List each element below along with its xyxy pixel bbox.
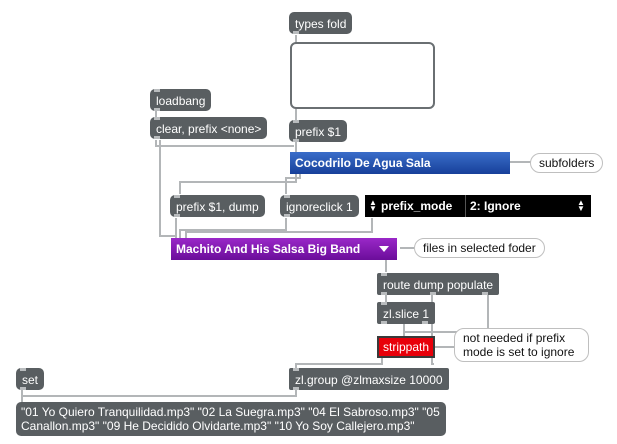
outlet (381, 321, 387, 324)
zl-slice-object[interactable]: zl.slice 1 (377, 302, 436, 324)
zl-group-label: zl.group @zlmaxsize 10000 (295, 373, 443, 387)
file-umenu-selected: Machito And His Salsa Big Band (176, 242, 361, 256)
prefix-dump-label: prefix $1, dump (176, 200, 259, 214)
prefix-label: prefix $1 (295, 125, 342, 139)
subfolders-comment: subfolders (530, 153, 604, 173)
set-message[interactable]: set (16, 368, 45, 390)
folder-umenu[interactable]: Cocodrilo De Agua Sala (290, 152, 510, 174)
strippath-object[interactable]: strippath (377, 336, 436, 358)
dropdown-arrow-icon (379, 246, 389, 252)
prefix-message[interactable]: prefix $1 (289, 120, 348, 142)
prefix-dump-message[interactable]: prefix $1, dump (170, 195, 265, 217)
subfolders-text: subfolders (539, 156, 595, 170)
file-list-message[interactable]: "01 Yo Quiero Tranquilidad.mp3" "02 La S… (16, 402, 446, 436)
inlet (154, 89, 160, 92)
loadbang-label: loadbang (156, 94, 206, 108)
ignoreclick-message[interactable]: ignoreclick 1 (280, 195, 359, 217)
inlet (20, 368, 26, 371)
zl-slice-label: zl.slice 1 (383, 307, 430, 321)
route-label: route dump populate (383, 278, 494, 292)
attrui-value[interactable]: 2: Ignore (470, 199, 521, 213)
not-needed-text: not needed if prefix mode is set to igno… (463, 331, 575, 359)
route-object[interactable]: route dump populate (377, 273, 500, 295)
inlet (174, 195, 180, 198)
not-needed-comment: not needed if prefix mode is set to igno… (454, 328, 589, 362)
inlet (293, 120, 299, 123)
outlet (482, 292, 488, 295)
inlet (293, 368, 299, 371)
inlet (284, 195, 290, 198)
types-fold-label: types fold (295, 17, 347, 31)
outlet (293, 387, 299, 390)
attrui-attribute: prefix_mode (381, 199, 453, 213)
folder-umenu-selected: Cocodrilo De Agua Sala (295, 156, 431, 170)
strippath-label: strippath (383, 340, 430, 354)
outlet (174, 214, 180, 217)
inlet (154, 117, 160, 120)
value-updown-icon[interactable]: ▲▼ (577, 198, 585, 213)
outlet (293, 31, 299, 34)
prefix-mode-attrui[interactable]: ▲▼ prefix_mode 2: Ignore ▲▼ (365, 195, 591, 217)
outlet (422, 321, 428, 324)
ignoreclick-label: ignoreclick 1 (286, 200, 353, 214)
files-in-folder-comment: files in selected foder (414, 238, 545, 258)
file-list-text: "01 Yo Quiero Tranquilidad.mp3" "02 La S… (21, 405, 440, 433)
attrui-divider (465, 195, 466, 217)
textedit-box[interactable] (290, 42, 435, 109)
clear-prefix-label: clear, prefix <none> (156, 122, 262, 136)
zl-group-object[interactable]: zl.group @zlmaxsize 10000 (289, 368, 449, 390)
set-label: set (22, 373, 39, 387)
outlet (430, 292, 436, 295)
attr-updown-icon[interactable]: ▲▼ (369, 198, 377, 213)
outlet (154, 108, 160, 111)
inlet (381, 302, 387, 305)
clear-prefix-message[interactable]: clear, prefix <none> (150, 117, 268, 139)
outlet (20, 387, 26, 390)
files-in-folder-text: files in selected foder (423, 241, 536, 255)
types-fold-message[interactable]: types fold (289, 12, 353, 34)
outlet (381, 292, 387, 295)
file-umenu[interactable]: Machito And His Salsa Big Band (171, 238, 397, 260)
loadbang-object[interactable]: loadbang (150, 89, 212, 111)
outlet (284, 214, 290, 217)
inlet (381, 273, 387, 276)
outlet (293, 139, 299, 142)
outlet (154, 136, 160, 139)
